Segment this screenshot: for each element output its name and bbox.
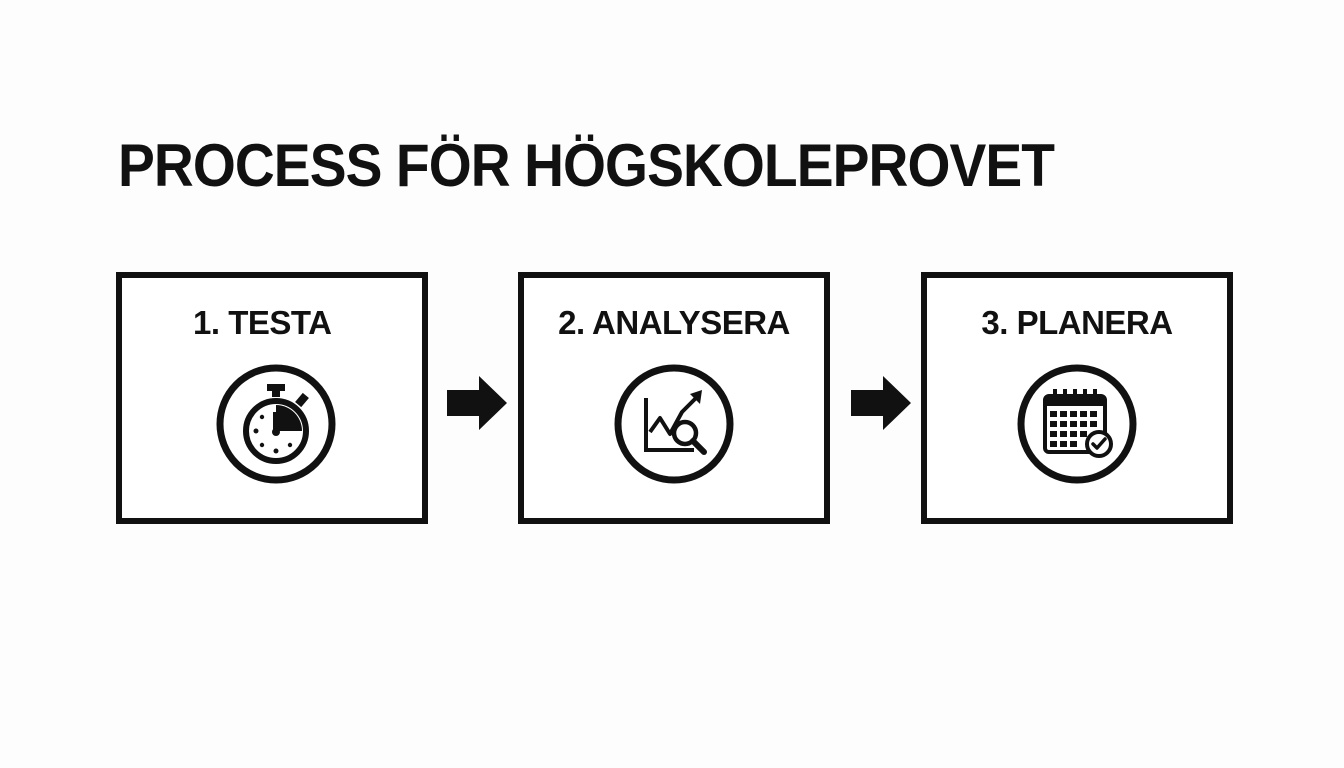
calendar-check-icon [1015, 362, 1139, 486]
chart-magnifier-icon [612, 362, 736, 486]
step-box-testa: 1. TESTA [116, 272, 428, 524]
step-label: 2. ANALYSERA [558, 304, 790, 341]
arrow-right-icon [849, 374, 913, 432]
step-label: 3. PLANERA [981, 304, 1173, 341]
stopwatch-icon [214, 362, 338, 486]
arrow-right-icon [445, 374, 509, 432]
step-box-analysera: 2. ANALYSERA [518, 272, 830, 524]
diagram-title: PROCESS FÖR HÖGSKOLEPROVET [118, 132, 1055, 199]
step-label: 1. TESTA [193, 304, 332, 341]
step-box-planera: 3. PLANERA [921, 272, 1233, 524]
